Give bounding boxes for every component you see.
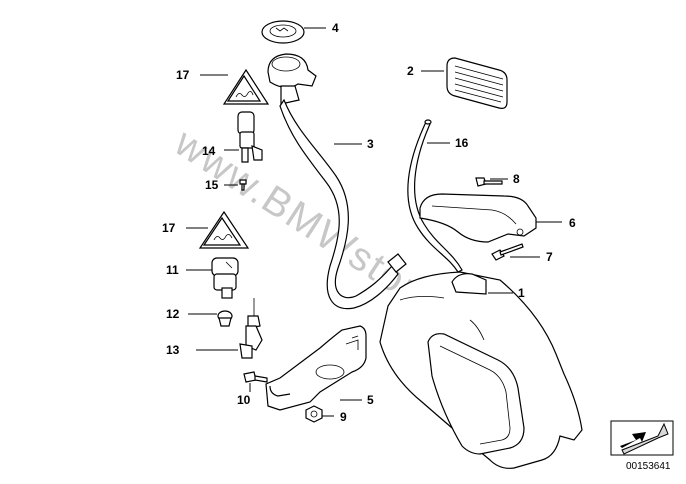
holder-bracket-part [265,325,367,411]
callout-16: 16 [455,136,469,150]
grommet-12-part [217,310,233,327]
callout-10: 10 [237,393,251,407]
callout-9: 9 [340,410,347,424]
level-sensor-part [239,298,263,359]
bolt-8-part [475,177,503,187]
screw-7-part [491,243,524,261]
callout-4: 4 [332,21,339,35]
corner-arrow-icon [610,420,674,456]
filler-cap-part [261,20,305,44]
callout-12: 12 [166,307,180,321]
grille-pad-part [446,57,508,109]
callout-15: 15 [205,178,219,192]
callout-14: 14 [202,144,216,158]
filler-neck-part [267,53,317,105]
washer-pump-lower-part [211,257,239,299]
warning-label-lower-part [198,210,250,249]
callout-6: 6 [569,216,576,230]
callout-17b: 17 [162,221,176,235]
callout-7: 7 [546,250,553,264]
callout-2: 2 [407,64,414,78]
bracket-plate-part [419,193,537,243]
filler-hose-part [279,98,407,310]
callout-1: 1 [518,286,525,300]
reservoir-part [379,271,583,469]
warning-label-top-part [222,68,270,105]
screw-15-part [239,179,247,191]
bolt-10-part [243,371,268,383]
thin-hose-part [407,119,463,273]
nut-9-part [305,405,323,423]
callout-17a: 17 [176,68,190,82]
washer-pump-top-part [237,111,263,163]
callout-3: 3 [367,137,374,151]
document-id: 00153641 [626,461,671,472]
callout-13: 13 [166,343,180,357]
callout-11: 11 [166,263,179,277]
callout-5: 5 [367,393,374,407]
callout-8: 8 [513,172,520,186]
